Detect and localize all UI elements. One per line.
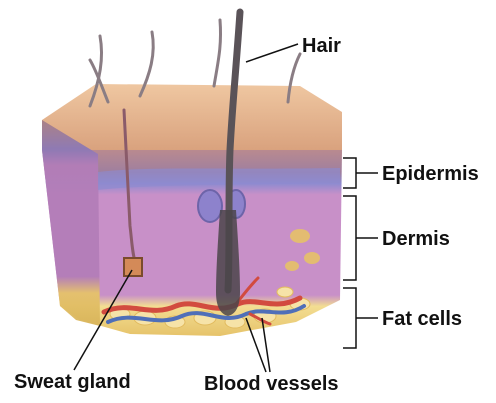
fat-cells-bracket (343, 288, 378, 348)
label-fat-cells: Fat cells (382, 309, 462, 329)
label-sweat-gland: Sweat gland (14, 372, 131, 392)
hair-leader (246, 44, 298, 62)
label-blood-vessels: Blood vessels (204, 374, 339, 394)
skin-surface (42, 84, 342, 150)
skin-left-face (42, 120, 100, 326)
label-dermis: Dermis (382, 229, 450, 249)
epidermis-bracket (343, 158, 378, 188)
label-hair: Hair (302, 36, 341, 56)
sweat-gland (124, 258, 142, 276)
dermis-bracket (343, 196, 378, 280)
hair-follicle (216, 210, 240, 316)
label-epidermis: Epidermis (382, 164, 479, 184)
